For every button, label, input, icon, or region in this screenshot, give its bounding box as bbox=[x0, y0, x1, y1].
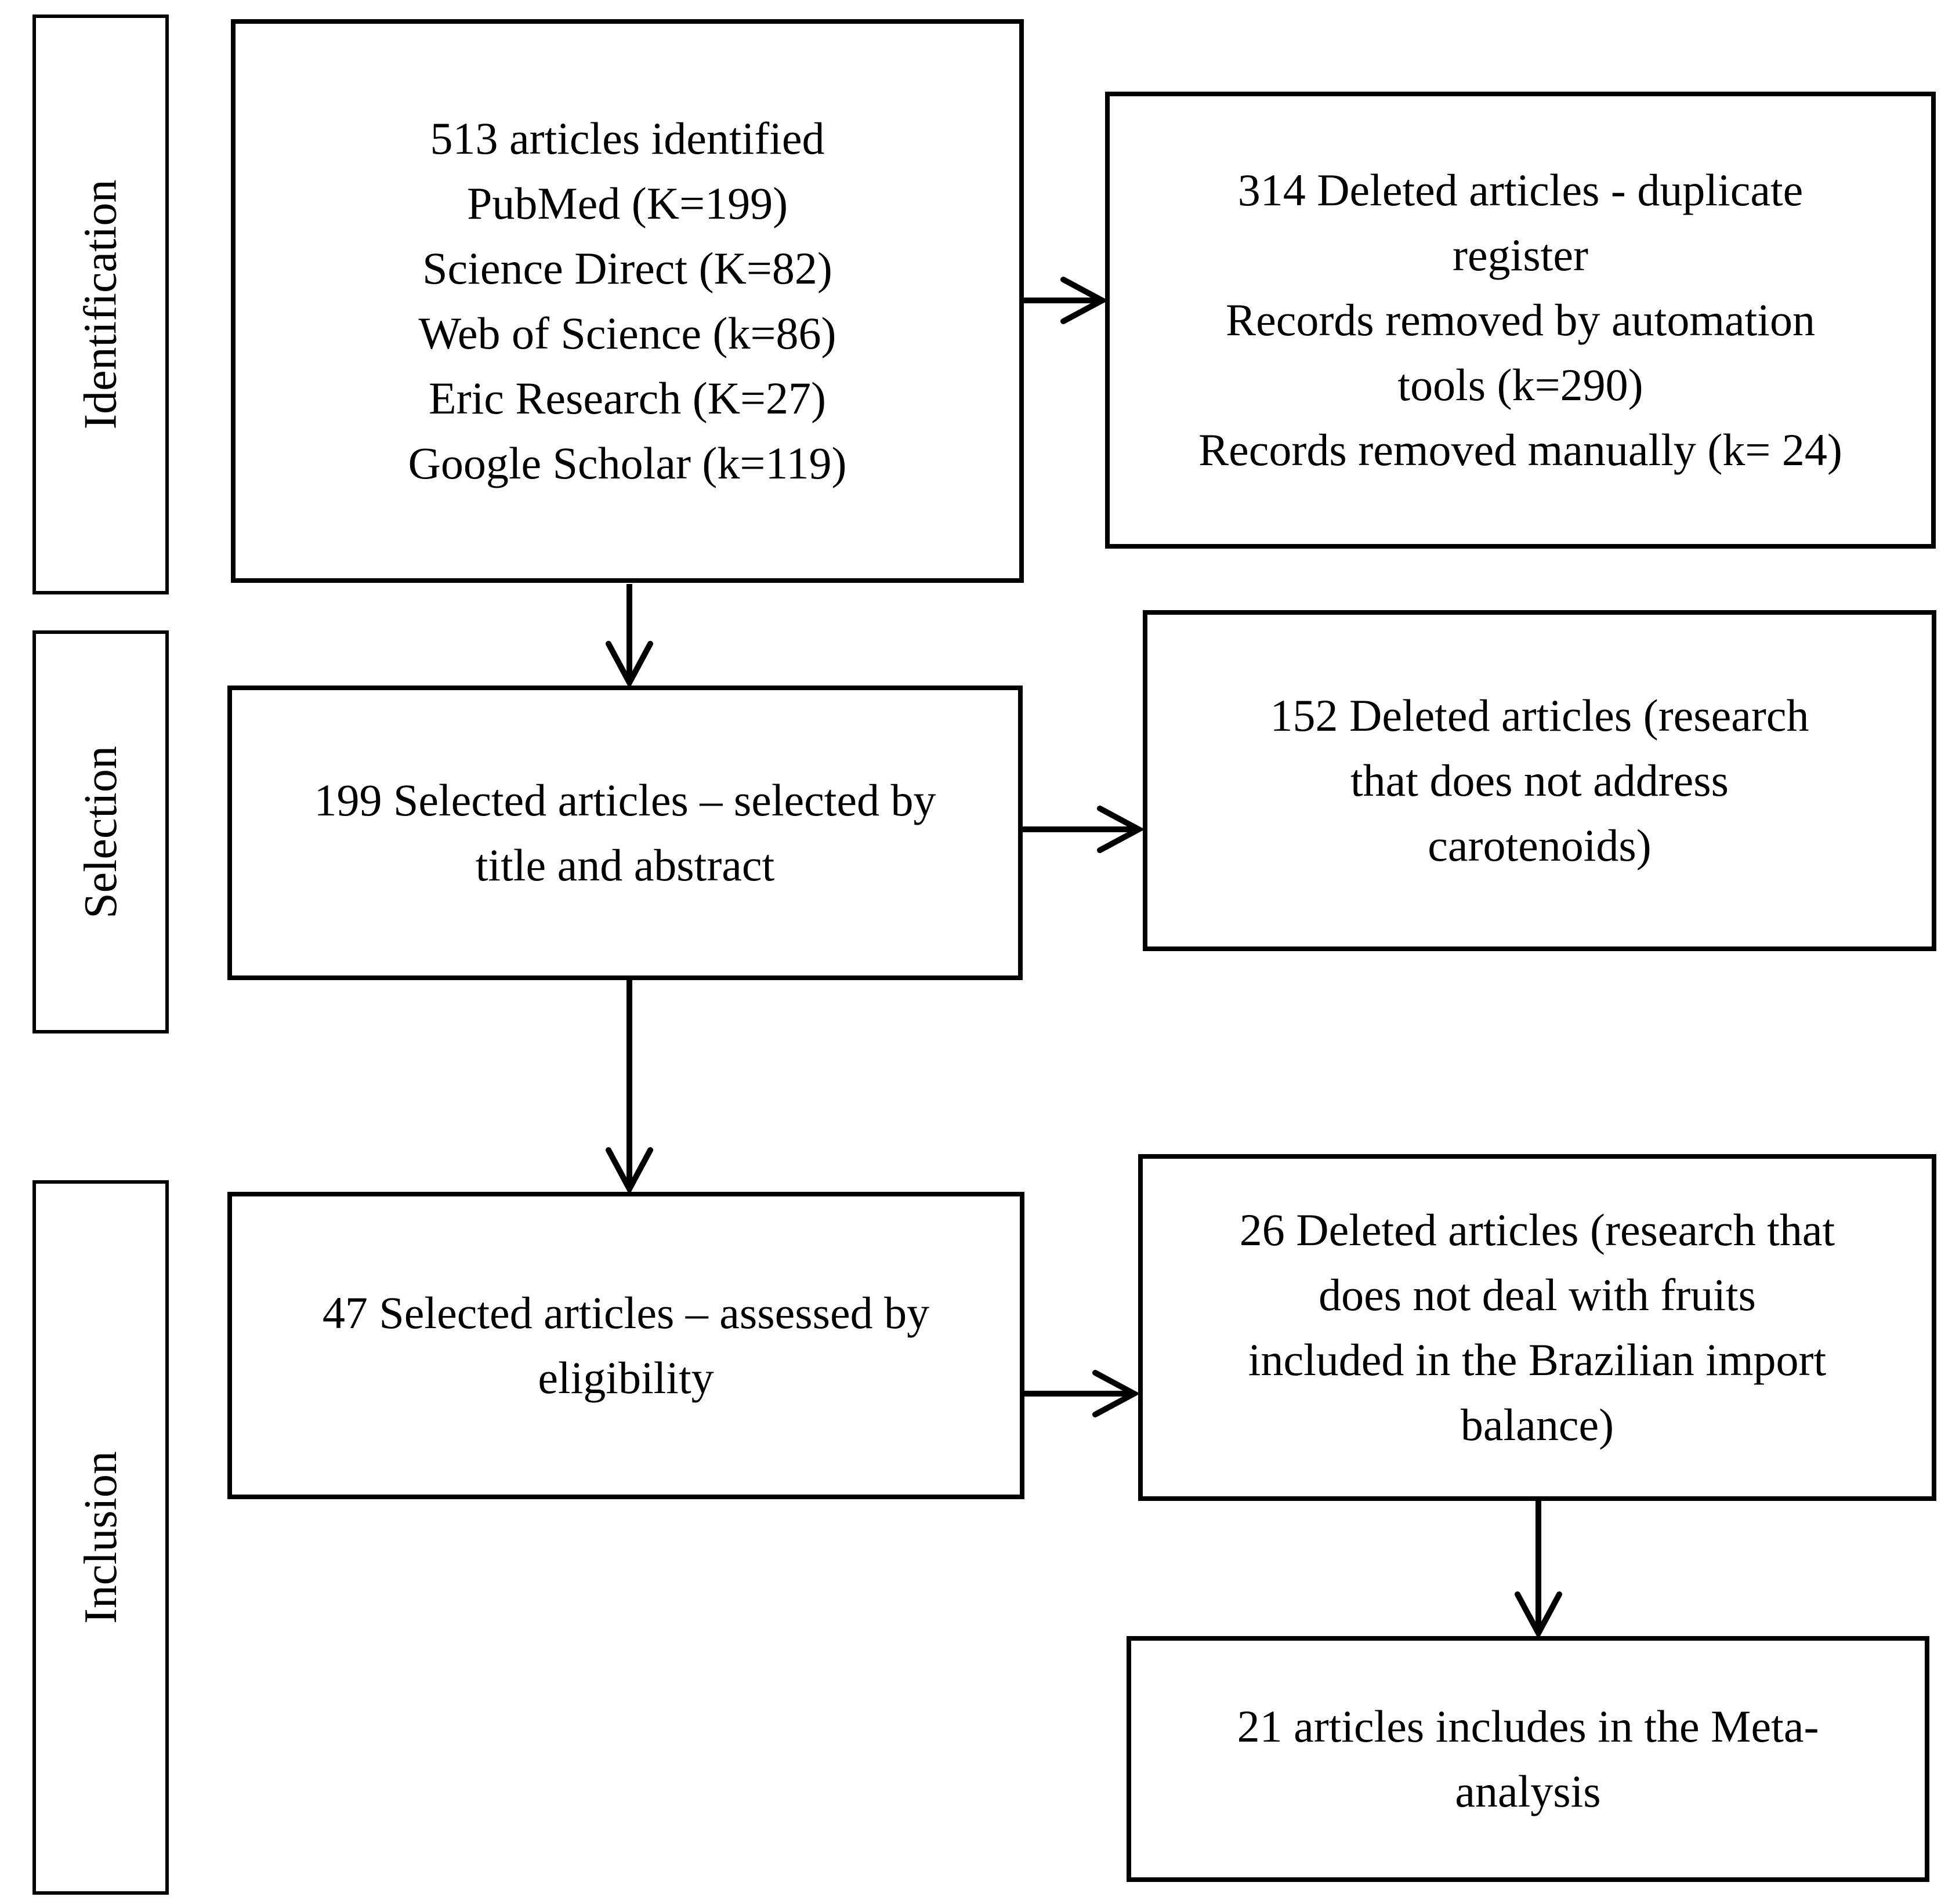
box-articles-identified-text: 513 articles identified PubMed (K=199) S… bbox=[408, 113, 847, 488]
stage-label-selection: Selection bbox=[75, 745, 126, 919]
stage-box-inclusion: Inclusion bbox=[32, 1180, 169, 1895]
box-deleted-not-carotenoids: 152 Deleted articles (research that does… bbox=[1143, 610, 1936, 951]
box-selected-eligibility: 47 Selected articles – assessed by eligi… bbox=[227, 1192, 1024, 1499]
box-selected-title-abstract: 199 Selected articles – selected by titl… bbox=[227, 686, 1023, 980]
arrow-selected-to-deleted-carotenoids bbox=[1023, 806, 1145, 853]
stage-box-identification: Identification bbox=[32, 14, 169, 594]
box-deleted-duplicates: 314 Deleted articles - duplicate registe… bbox=[1105, 92, 1936, 549]
box-included-meta-analysis: 21 articles includes in the Meta- analys… bbox=[1127, 1636, 1929, 1882]
box-deleted-duplicates-text: 314 Deleted articles - duplicate registe… bbox=[1198, 165, 1842, 475]
box-selected-eligibility-text: 47 Selected articles – assessed by eligi… bbox=[322, 1288, 930, 1403]
arrow-identified-to-selected bbox=[606, 584, 653, 689]
arrow-deleted-fruits-to-meta-analysis bbox=[1515, 1501, 1562, 1640]
box-deleted-not-carotenoids-text: 152 Deleted articles (research that does… bbox=[1270, 690, 1809, 871]
arrow-selected-to-eligibility bbox=[606, 980, 653, 1195]
box-selected-title-abstract-text: 199 Selected articles – selected by titl… bbox=[314, 775, 936, 890]
arrow-identified-to-duplicates bbox=[1024, 277, 1109, 324]
stage-label-identification: Identification bbox=[75, 179, 126, 430]
box-deleted-not-fruits: 26 Deleted articles (research that does … bbox=[1138, 1154, 1936, 1501]
box-articles-identified: 513 articles identified PubMed (K=199) S… bbox=[231, 19, 1024, 583]
box-deleted-not-fruits-text: 26 Deleted articles (research that does … bbox=[1239, 1205, 1835, 1450]
box-included-meta-analysis-text: 21 articles includes in the Meta- analys… bbox=[1237, 1701, 1819, 1816]
stage-box-selection: Selection bbox=[32, 630, 169, 1033]
arrow-eligibility-to-deleted-fruits bbox=[1024, 1370, 1140, 1417]
stage-label-inclusion: Inclusion bbox=[75, 1451, 126, 1624]
